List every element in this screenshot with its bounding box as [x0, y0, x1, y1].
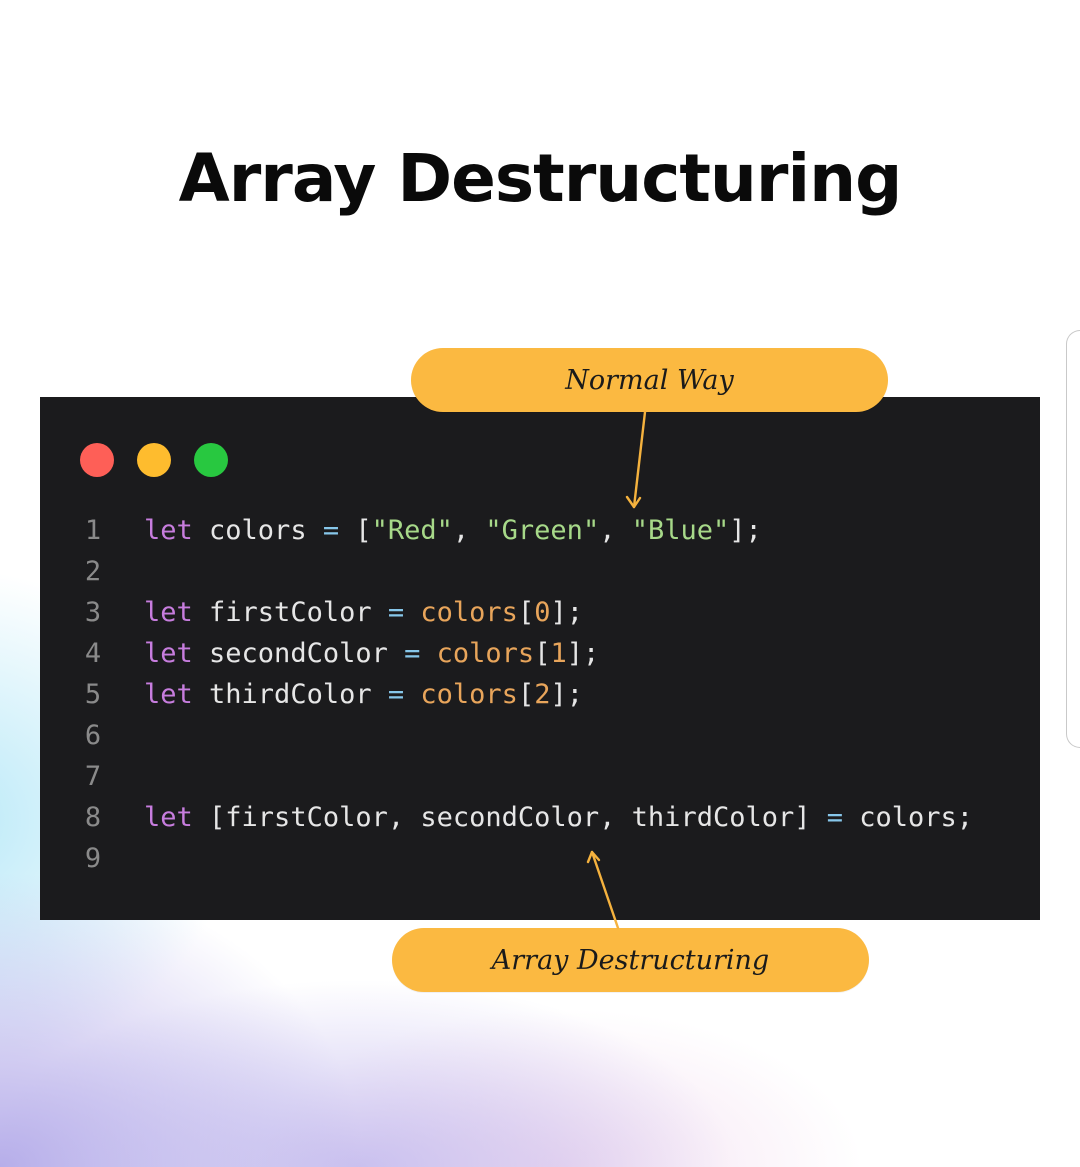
code-line: 2	[40, 552, 1040, 592]
line-number: 7	[84, 761, 102, 792]
code-token: "Red"	[371, 515, 453, 546]
minimize-dot	[137, 443, 171, 477]
code-token: ,	[599, 515, 632, 546]
code-token: =	[322, 515, 340, 546]
code-line: 3 let firstColor = colors[0];	[40, 593, 1040, 633]
code-token: [	[517, 597, 535, 628]
code-token: firstColor	[192, 597, 388, 628]
code-text: let firstColor = colors[0];	[144, 593, 583, 633]
code-line: 9	[40, 839, 1040, 879]
callout-normal-way-label: Normal Way	[565, 364, 734, 396]
code-line: 6	[40, 716, 1040, 756]
code-token	[404, 679, 420, 710]
code-window	[40, 397, 1040, 920]
callout-normal-way: Normal Way	[411, 348, 888, 412]
code-token	[404, 597, 420, 628]
callout-array-destructuring: Array Destructuring	[392, 928, 869, 992]
code-token: "Green"	[485, 515, 600, 546]
code-token: =	[404, 638, 421, 669]
code-line: 4 let secondColor = colors[1];	[40, 634, 1040, 674]
code-token: [	[339, 515, 372, 546]
line-number: 8	[84, 802, 102, 833]
code-token	[420, 638, 436, 669]
code-line: 8 let [firstColor, secondColor, thirdColo…	[40, 798, 1040, 838]
code-token: colors	[420, 679, 518, 710]
code-token: colors;	[843, 802, 974, 833]
callout-array-destructuring-label: Array Destructuring	[491, 944, 770, 976]
line-number: 1	[84, 515, 102, 546]
line-number: 3	[84, 597, 102, 628]
code-token: =	[387, 597, 405, 628]
code-token: let	[144, 679, 193, 710]
code-text: let colors = ["Red", "Green", "Blue"];	[144, 511, 762, 551]
code-text: let thirdColor = colors[2];	[144, 675, 583, 715]
code-token: [firstColor, secondColor, thirdColor]	[192, 802, 827, 833]
code-token: let	[144, 638, 193, 669]
code-token: colors	[192, 515, 323, 546]
maximize-dot	[194, 443, 228, 477]
code-text: let [firstColor, secondColor, thirdColor…	[144, 798, 973, 838]
code-token: "Blue"	[631, 515, 730, 546]
line-number: 5	[84, 679, 102, 710]
code-token: [	[517, 679, 535, 710]
code-token: thirdColor	[192, 679, 388, 710]
code-token: ];	[566, 638, 600, 669]
line-number: 6	[84, 720, 102, 751]
code-token: 1	[550, 638, 567, 669]
code-token: =	[387, 679, 405, 710]
code-token: let	[144, 597, 193, 628]
code-line: 7	[40, 757, 1040, 797]
code-token: 2	[534, 679, 551, 710]
line-number: 2	[84, 556, 102, 587]
code-token: 0	[534, 597, 551, 628]
side-panel-tab[interactable]	[1066, 330, 1080, 748]
code-token: ];	[550, 679, 583, 710]
code-token: ,	[452, 515, 486, 546]
code-line: 1 let colors = ["Red", "Green", "Blue"];	[40, 511, 1040, 551]
code-line: 5 let thirdColor = colors[2];	[40, 675, 1040, 715]
code-token: [	[534, 638, 551, 669]
line-number: 4	[84, 638, 102, 669]
code-token: ];	[550, 597, 583, 628]
code-token: let	[144, 515, 193, 546]
code-token: colors	[436, 638, 535, 669]
code-token: colors	[420, 597, 518, 628]
line-number: 9	[84, 843, 102, 874]
code-token: let	[144, 802, 193, 833]
code-text: let secondColor = colors[1];	[144, 634, 599, 674]
code-token: ];	[729, 515, 762, 546]
close-dot	[80, 443, 114, 477]
page-title: Array Destructuring	[178, 140, 903, 217]
code-token: =	[826, 802, 844, 833]
code-token: secondColor	[192, 638, 405, 669]
